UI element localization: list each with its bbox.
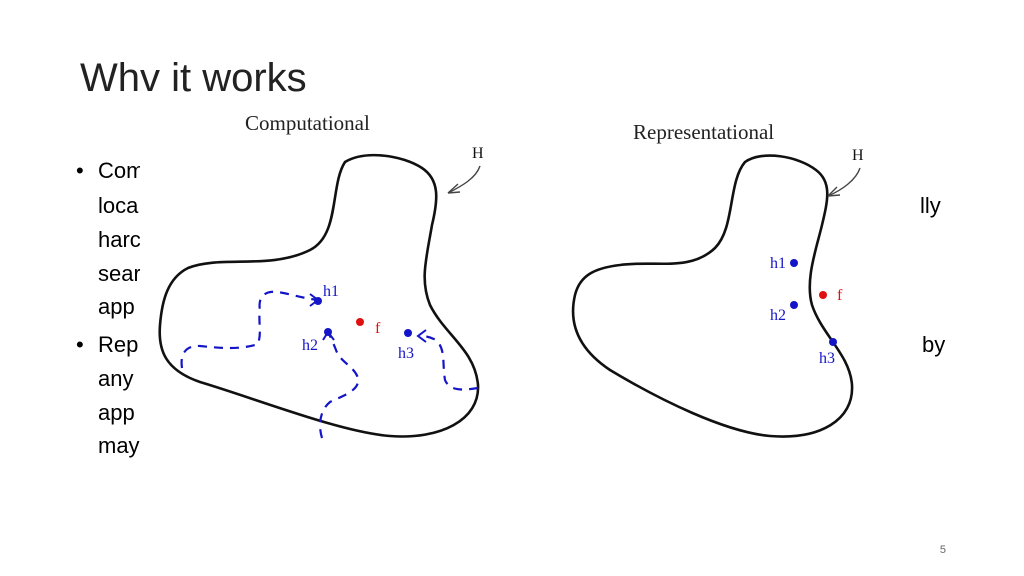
search-path-3	[417, 334, 479, 391]
slide-title: Whv it works	[80, 56, 307, 100]
diagram-title: Computational	[245, 111, 370, 135]
bullet-marker: •	[76, 332, 84, 357]
arrowhead	[447, 183, 461, 194]
hypothesis-label: h1	[323, 283, 339, 300]
target-label: f	[837, 287, 843, 304]
arrowhead	[416, 329, 427, 343]
hypothesis-label: h2	[302, 337, 318, 354]
diagram-title: Representational	[633, 120, 774, 144]
search-path-1	[180, 290, 319, 369]
hypothesis-label: h3	[819, 350, 835, 367]
target-point-f	[819, 291, 827, 299]
bullet-line: may	[98, 433, 140, 458]
representational-diagram: Representational H h1 h2 h3 f	[540, 100, 880, 460]
set-label-H: H	[472, 145, 484, 162]
bullet-marker: •	[76, 158, 84, 183]
bullet-line: harc	[98, 227, 141, 252]
target-label: f	[375, 320, 381, 337]
hypothesis-point-h3	[404, 329, 412, 337]
hypothesis-space-outline	[571, 154, 854, 438]
hypothesis-point-h2	[324, 328, 332, 336]
bullet-line: app	[98, 294, 135, 319]
hypothesis-label: h2	[770, 307, 786, 324]
hypothesis-point-h1	[790, 259, 798, 267]
target-point-f	[356, 318, 364, 326]
bullet-fragment-right: by	[922, 332, 946, 357]
bullet-line: Rep	[98, 332, 139, 357]
hypothesis-label: h1	[770, 255, 786, 272]
set-label-arrow	[447, 165, 481, 194]
bullet-line: app	[98, 400, 135, 425]
set-label-H: H	[852, 147, 864, 164]
bullet-line: loca	[98, 193, 139, 218]
bullet-line: Com	[98, 158, 145, 183]
hypothesis-point-h1	[314, 297, 322, 305]
hypothesis-point-h2	[790, 301, 798, 309]
bullet-line: sear	[98, 261, 141, 286]
bullet-line: any	[98, 366, 134, 391]
hypothesis-space-outline	[158, 153, 480, 438]
arrowhead	[827, 186, 841, 197]
bullet-fragment-right: lly	[920, 193, 941, 218]
computational-diagram: Computational H h1 h2 h3 f	[140, 100, 500, 460]
hypothesis-point-h3	[829, 338, 837, 346]
set-label-arrow	[827, 167, 861, 197]
hypothesis-label: h3	[398, 345, 414, 362]
page-number: 5	[939, 544, 946, 556]
